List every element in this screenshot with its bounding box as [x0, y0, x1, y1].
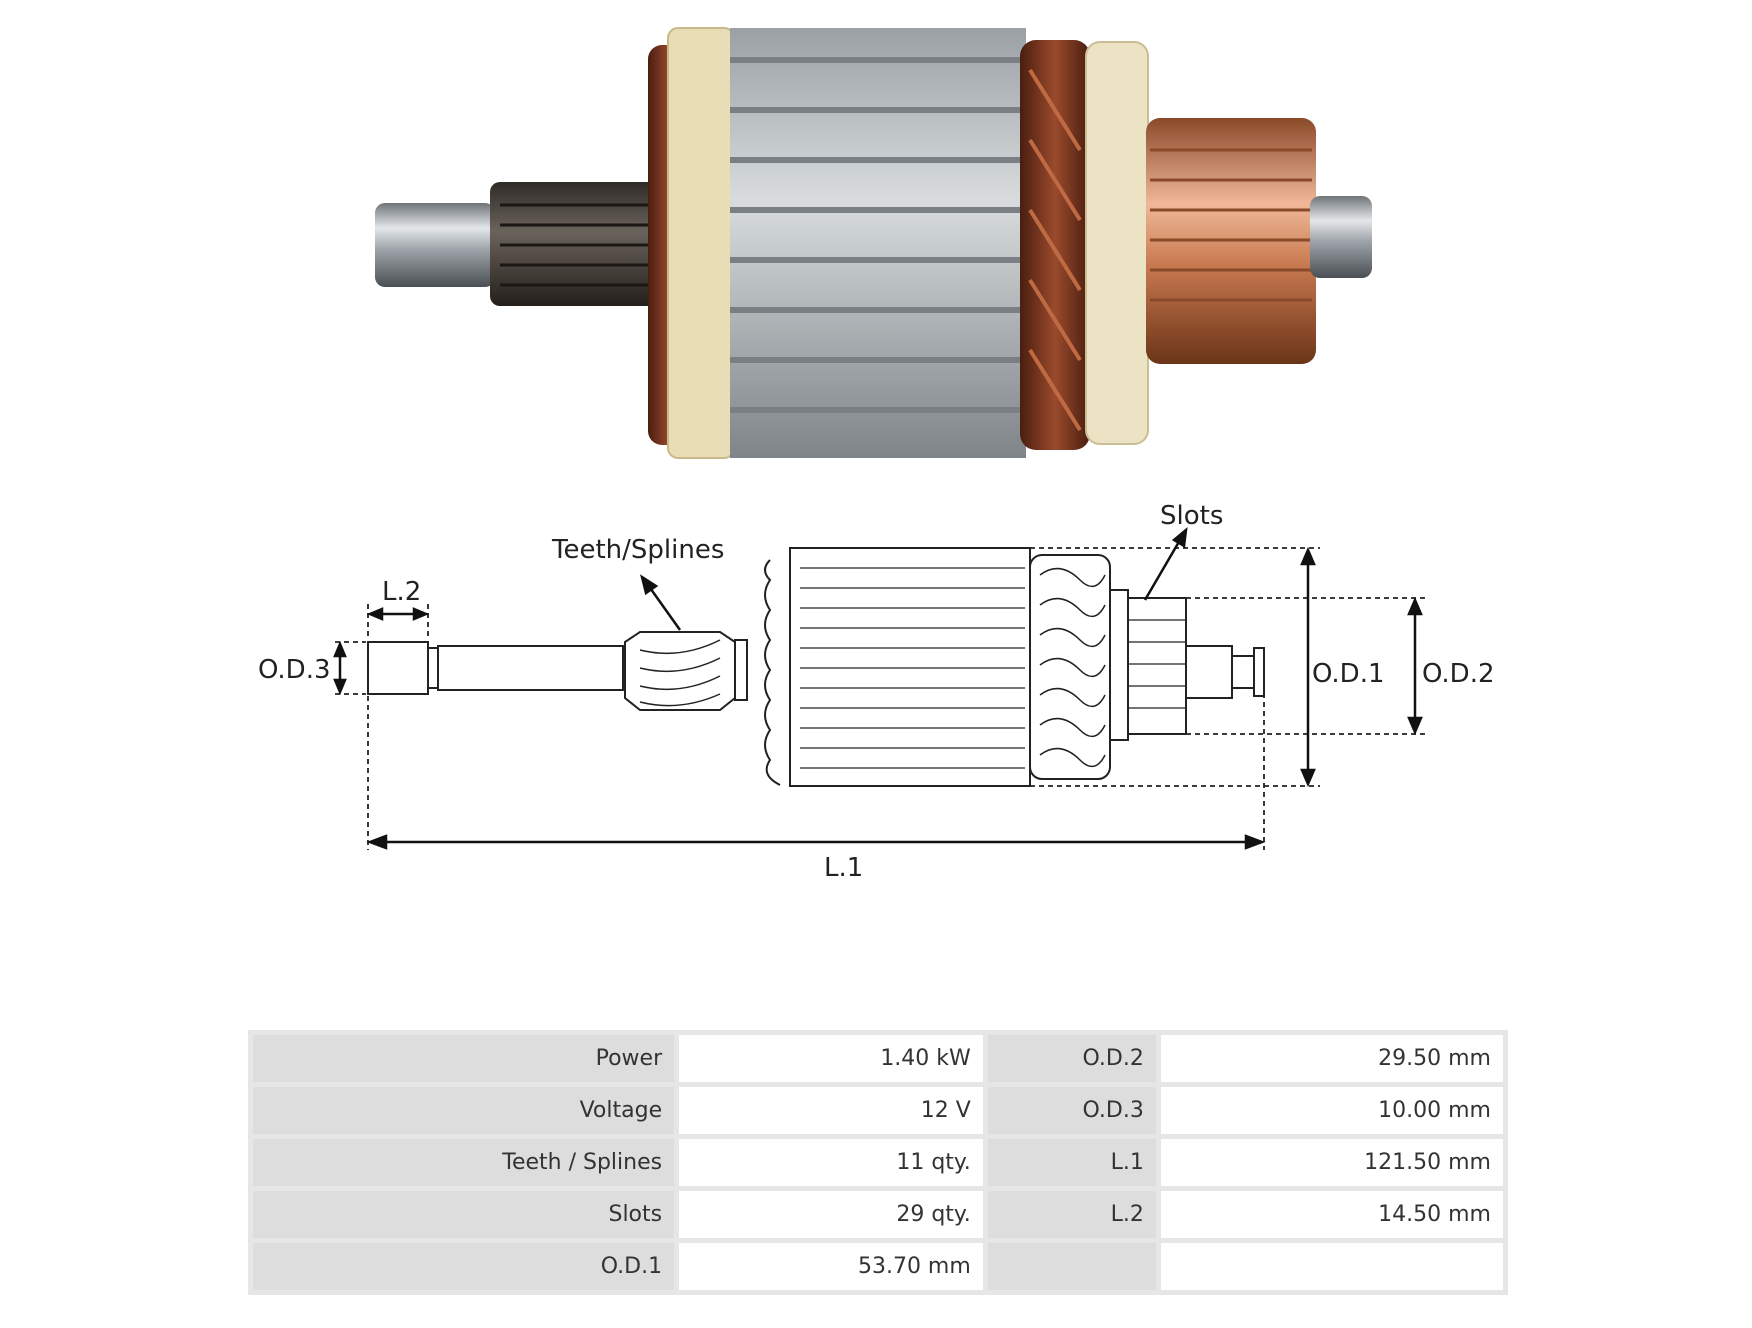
spec-value: 14.50 mm: [1160, 1191, 1503, 1238]
spec-value: 121.50 mm: [1160, 1139, 1503, 1186]
spec-value: 10.00 mm: [1160, 1087, 1503, 1134]
table-row: Voltage 12 V O.D.3 10.00 mm: [253, 1087, 1503, 1134]
table-row: Teeth / Splines 11 qty. L.1 121.50 mm: [253, 1139, 1503, 1186]
spec-value: 29 qty.: [679, 1191, 983, 1238]
label-od1: O.D.1: [1312, 659, 1385, 689]
label-od3: O.D.3: [258, 655, 331, 685]
table-row: Power 1.40 kW O.D.2 29.50 mm: [253, 1035, 1503, 1082]
spec-value: 11 qty.: [679, 1139, 983, 1186]
spec-key: L.1: [987, 1139, 1156, 1186]
spec-key: Voltage: [253, 1087, 675, 1134]
spec-value: 29.50 mm: [1160, 1035, 1503, 1082]
label-slots: Slots: [1160, 501, 1223, 531]
spec-key: [987, 1243, 1156, 1290]
label-l1: L.1: [824, 853, 863, 883]
armature-photo: [375, 27, 1372, 459]
spec-value: 12 V: [679, 1087, 983, 1134]
specs-table: Power 1.40 kW O.D.2 29.50 mm Voltage 12 …: [248, 1030, 1508, 1295]
armature-dimension-drawing: Teeth/Splines Slots L.2 O.D.3 O.D.1 O.D.…: [258, 501, 1495, 883]
spec-value: [1160, 1243, 1503, 1290]
spec-key: O.D.2: [987, 1035, 1156, 1082]
label-teeth-splines: Teeth/Splines: [551, 535, 724, 565]
label-l2: L.2: [382, 577, 421, 607]
spec-value: 53.70 mm: [679, 1243, 983, 1290]
spec-key: Power: [253, 1035, 675, 1082]
table-row: Slots 29 qty. L.2 14.50 mm: [253, 1191, 1503, 1238]
label-od2: O.D.2: [1422, 659, 1495, 689]
spec-key: O.D.1: [253, 1243, 675, 1290]
spec-key: Slots: [253, 1191, 675, 1238]
table-row: O.D.1 53.70 mm: [253, 1243, 1503, 1290]
spec-key: L.2: [987, 1191, 1156, 1238]
spec-value: 1.40 kW: [679, 1035, 983, 1082]
spec-key: O.D.3: [987, 1087, 1156, 1134]
spec-key: Teeth / Splines: [253, 1139, 675, 1186]
